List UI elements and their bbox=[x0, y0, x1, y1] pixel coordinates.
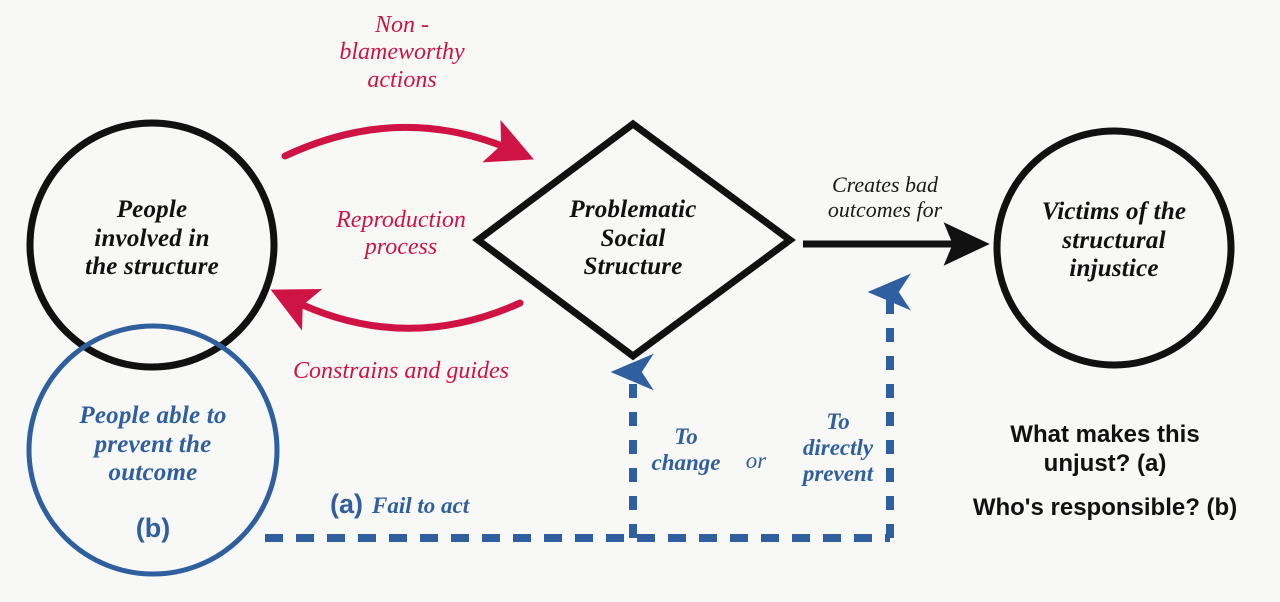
edge-label-to-directly-prevent: To directly prevent bbox=[802, 409, 874, 487]
edge-label-fail-to-act-marker: (a) bbox=[330, 489, 363, 519]
question-what-makes-this-unjust: What makes this unjust? (a) bbox=[1010, 421, 1200, 478]
edge-constrains-and-guides-arrow bbox=[270, 289, 524, 332]
node-victims-label: Victims of the structural injustice bbox=[1041, 198, 1187, 282]
edge-label-fail-to-act-group: (a) Fail to act bbox=[330, 489, 469, 520]
edge-non-blameworthy-arrow bbox=[281, 119, 534, 163]
node-people-able-shape bbox=[26, 323, 280, 577]
question-whos-responsible: Who's responsible? (b) bbox=[972, 494, 1238, 521]
edge-label-reproduction-process: Reproduction process bbox=[336, 207, 466, 261]
node-people-involved-label: People involved in the structure bbox=[85, 196, 219, 280]
node-people-able-marker: (b) bbox=[135, 513, 171, 543]
edge-label-constrains-and-guides: Constrains and guides bbox=[292, 358, 510, 384]
node-victims-shape bbox=[993, 127, 1235, 369]
node-people-able-label: People able to prevent the outcome bbox=[79, 402, 227, 486]
edge-label-or: or bbox=[745, 448, 767, 473]
edge-label-creates-bad-outcomes: Creates bad outcomes for bbox=[827, 172, 943, 223]
edge-label-fail-to-act-text: Fail to act bbox=[372, 493, 470, 518]
edge-label-to-change: To change bbox=[651, 424, 721, 476]
node-problematic-structure-label: Problematic Social Structure bbox=[569, 196, 697, 280]
node-people-involved-shape bbox=[26, 119, 278, 371]
edge-label-non-blameworthy-actions: Non - blameworthy actions bbox=[339, 12, 465, 93]
